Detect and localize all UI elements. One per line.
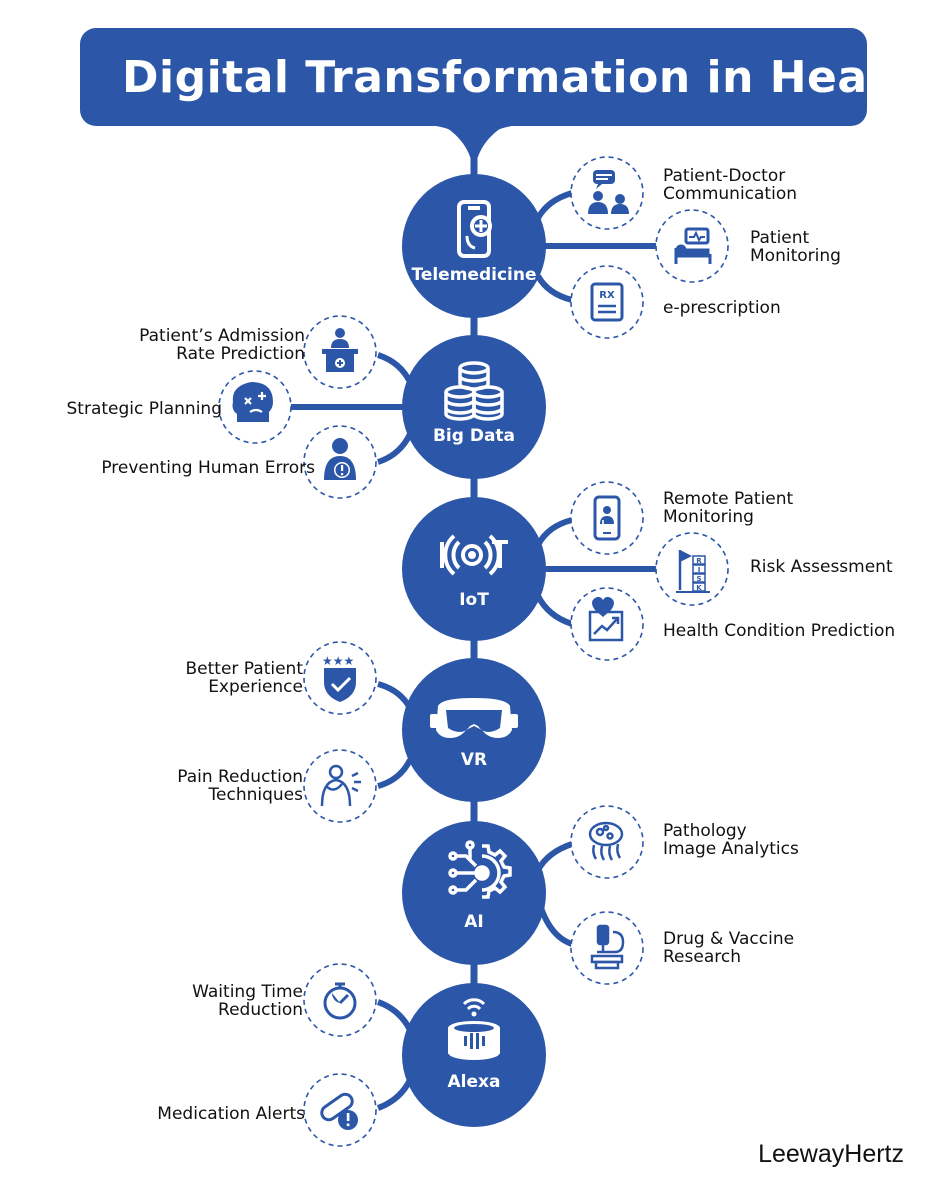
brand-logo-text: LeewayHertz bbox=[758, 1140, 904, 1168]
iot-signal-icon bbox=[440, 534, 508, 576]
label-risk-assessment: Risk Assessment bbox=[750, 557, 893, 577]
microscope-icon bbox=[590, 924, 625, 970]
hub-ai-label: AI bbox=[464, 912, 484, 932]
heart-trend-chart-icon bbox=[588, 596, 624, 642]
vr-headset-icon bbox=[430, 698, 518, 738]
risk-letter: I bbox=[698, 566, 701, 574]
star-badge-icon: ★★★ bbox=[322, 654, 356, 702]
head-strategy-icon bbox=[232, 382, 273, 422]
risk-letter: K bbox=[696, 584, 702, 592]
stopwatch-icon bbox=[323, 982, 357, 1020]
person-pain-icon bbox=[320, 764, 361, 807]
hub-vr-label: VR bbox=[460, 750, 488, 770]
svg-text:★★★: ★★★ bbox=[322, 654, 354, 668]
label-human-errors: Preventing Human Errors bbox=[101, 458, 315, 478]
database-icon bbox=[444, 361, 504, 421]
rx-document-icon: RX bbox=[590, 282, 624, 322]
hospital-bed-monitor-icon bbox=[674, 227, 712, 264]
hub-circles bbox=[402, 174, 546, 1127]
risk-letter: R bbox=[696, 557, 702, 565]
risk-blocks-icon: R I S K bbox=[676, 550, 710, 593]
hub-telemedicine-label: Telemedicine bbox=[411, 265, 537, 285]
hub-alexa-label: Alexa bbox=[447, 1072, 501, 1092]
hub-big-data-label: Big Data bbox=[432, 426, 516, 446]
label-medication-alerts: Medication Alerts bbox=[157, 1104, 305, 1124]
doctor-patient-chat-icon bbox=[588, 170, 629, 214]
smart-speaker-icon bbox=[447, 998, 501, 1062]
hub-iot-label: IoT bbox=[459, 590, 489, 610]
reception-desk-icon bbox=[322, 328, 358, 372]
page-title: Digital Transformation in Healthcare bbox=[122, 52, 867, 103]
label-eprescription: e-prescription bbox=[663, 298, 781, 318]
smartphone-plus-icon bbox=[457, 200, 492, 258]
pill-alert-icon bbox=[320, 1092, 358, 1130]
rx-text: RX bbox=[599, 290, 615, 301]
phone-stethoscope-icon bbox=[593, 495, 621, 541]
label-health-prediction: Health Condition Prediction bbox=[663, 621, 896, 641]
label-strategic-planning: Strategic Planning bbox=[66, 399, 222, 419]
risk-letter: S bbox=[696, 575, 701, 583]
title-banner: Digital Transformation in Healthcare bbox=[80, 28, 867, 126]
microbe-icon bbox=[588, 821, 624, 861]
ai-gear-circuit-icon bbox=[448, 840, 512, 899]
person-warning-icon bbox=[324, 438, 356, 480]
